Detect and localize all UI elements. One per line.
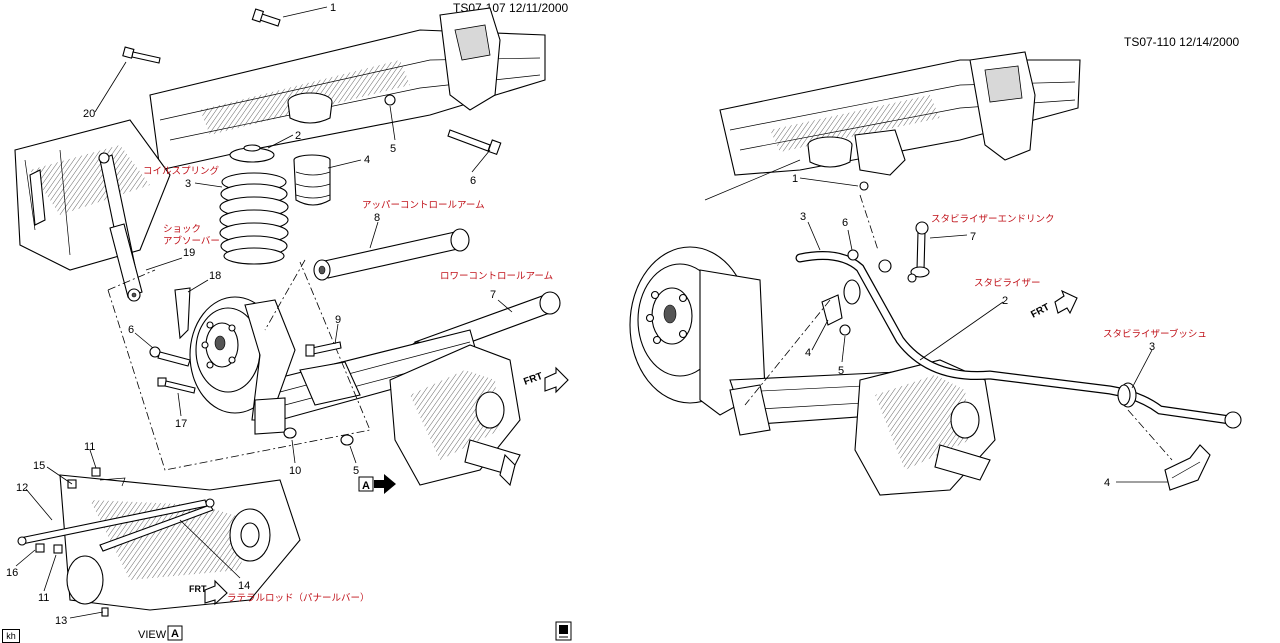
- callout-18: 18: [209, 270, 221, 282]
- callout-10: 10: [289, 465, 301, 477]
- label-shock-absorber-2: アブソーバー: [163, 235, 220, 247]
- frt-text-right: FRT: [1029, 302, 1051, 321]
- callout-7: 7: [490, 289, 496, 301]
- bump-stopper: [293, 154, 331, 206]
- label-upper-control-arm: アッパーコントロールアーム: [362, 200, 485, 211]
- coil-spring: [219, 144, 289, 265]
- callout-9: 9: [335, 314, 341, 326]
- callout-6-mid: 6: [128, 324, 134, 336]
- callout-17: 17: [175, 418, 187, 430]
- corner-tag: kh: [2, 629, 20, 643]
- right-axle: [629, 246, 996, 496]
- r-callout-5: 5: [838, 365, 844, 377]
- callout-15: 15: [33, 460, 45, 472]
- label-stabilizer-end-link: スタビライザーエンドリンク: [931, 214, 1055, 225]
- r-callout-2: 2: [1002, 295, 1008, 307]
- left-callout-numbers: 1 2 3 4 5 6 8 7 9 6 17 10 5 18 19 20 11 …: [6, 2, 496, 627]
- callout-19: 19: [183, 247, 195, 259]
- left-fasteners: [122, 8, 502, 446]
- right-dash-outline: [744, 194, 1173, 461]
- label-lower-control-arm: ロワーコントロールアーム: [440, 271, 553, 282]
- view-a-arrow: A: [358, 474, 396, 494]
- label-shock-absorber-1: ショック: [163, 224, 201, 235]
- r-callout-3-top: 3: [800, 211, 806, 223]
- view-a-letter: A: [171, 628, 179, 640]
- label-coil-spring: コイルスプリング: [143, 165, 220, 177]
- r-callout-3-right: 3: [1149, 341, 1155, 353]
- frt-arrow-left-main: FRT: [522, 366, 569, 394]
- frt-arrow-left-inset: FRT: [189, 579, 228, 606]
- right-diagram-header: TS07-110 12/14/2000: [1124, 35, 1240, 49]
- r-callout-4-left: 4: [805, 347, 811, 359]
- r-callout-6: 6: [842, 217, 848, 229]
- label-lateral-rod: ラテラルロッド（パナールバー）: [227, 592, 370, 604]
- left-part-labels: コイルスプリング ショック アブソーバー アッパーコントロールアーム ロワーコン…: [143, 165, 553, 604]
- manual-book-icon: [555, 621, 572, 641]
- frt-arrow-right: FRT: [1029, 289, 1078, 321]
- left-dash-outline: [107, 259, 371, 471]
- r-callout-4-right: 4: [1104, 477, 1110, 489]
- upper-control-arm: [313, 228, 470, 281]
- callout-6-top: 6: [470, 175, 476, 187]
- callout-16: 16: [6, 567, 18, 579]
- callout-12: 12: [16, 482, 28, 494]
- label-stabilizer-bush: スタビライザーブッシュ: [1103, 328, 1207, 340]
- callout-4: 4: [364, 154, 370, 166]
- callout-5-bottom: 5: [353, 465, 359, 477]
- frt-text-left-inset: FRT: [189, 584, 207, 594]
- r-callout-1: 1: [792, 173, 798, 185]
- view-a-inset: [17, 467, 301, 617]
- right-frame-rails: [704, 51, 1081, 201]
- callout-13: 13: [55, 615, 67, 627]
- left-frame-rails: [14, 7, 546, 271]
- callout-3: 3: [185, 178, 191, 190]
- view-a-label: VIEW A: [138, 625, 183, 641]
- callout-20: 20: [83, 108, 95, 120]
- callout-11-bottom: 11: [38, 592, 49, 604]
- callout-14: 14: [238, 580, 250, 592]
- callout-11-top: 11: [84, 441, 95, 453]
- callout-8: 8: [374, 212, 380, 224]
- label-stabilizer: スタビライザー: [974, 278, 1041, 289]
- r-callout-7: 7: [970, 231, 976, 243]
- view-a-word: VIEW: [138, 629, 167, 641]
- left-leader-lines: [15, 6, 513, 619]
- callout-5-top: 5: [390, 143, 396, 155]
- frt-text-left-main: FRT: [522, 371, 544, 388]
- right-leader-lines: [799, 177, 1168, 483]
- right-part-labels: スタビライザーエンドリンク スタビライザー スタビライザーブッシュ: [931, 214, 1207, 340]
- view-a-arrow-letter: A: [362, 480, 370, 492]
- callout-2: 2: [295, 130, 301, 142]
- right-callout-numbers: 1 3 6 7 2 4 5 3 4: [792, 173, 1155, 489]
- stabilizer-bar: [795, 181, 1242, 491]
- callout-1: 1: [330, 2, 336, 14]
